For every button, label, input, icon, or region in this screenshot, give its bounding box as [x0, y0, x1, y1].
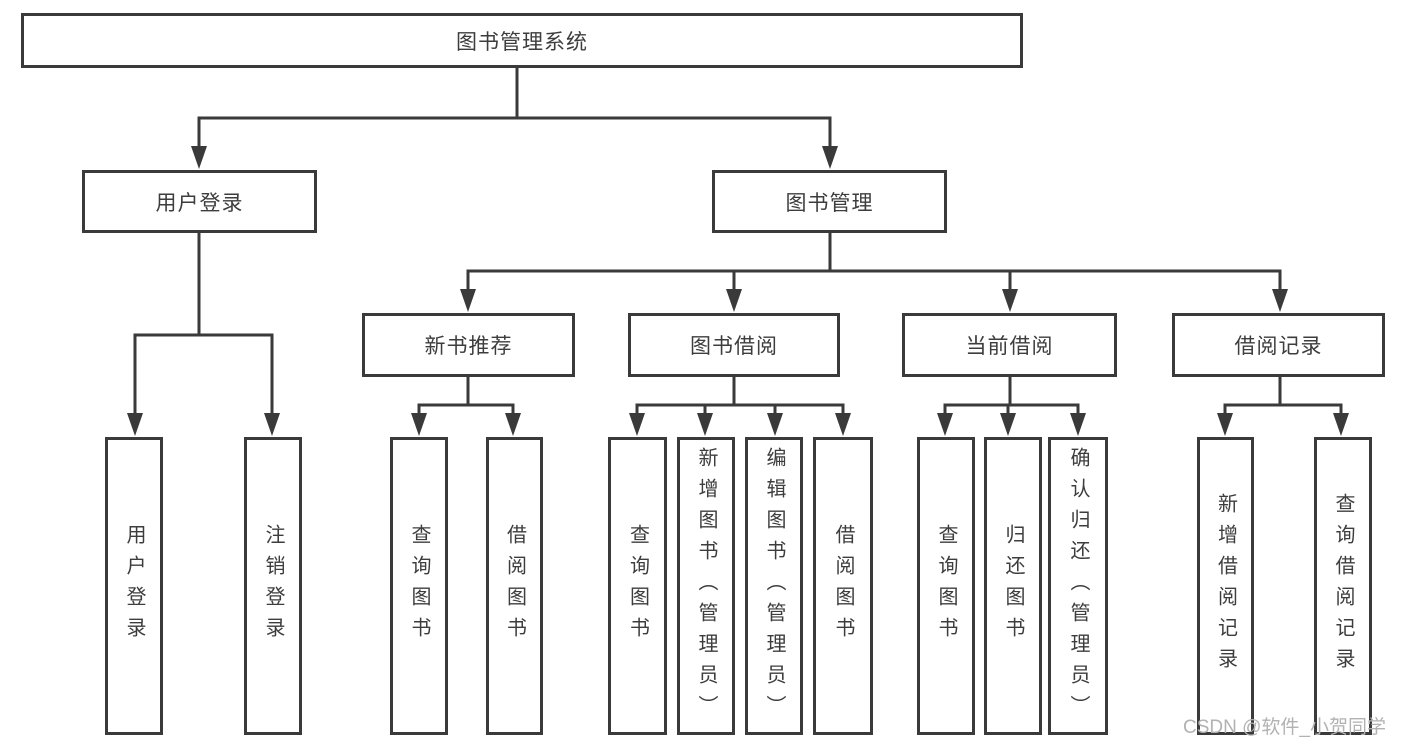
node-label: 当前借阅: [965, 335, 1054, 358]
leaf-add-books-admin: 新增图书（管理员）: [677, 437, 735, 735]
leaf-logout: 注销登录: [244, 437, 302, 735]
node-label: 查询图书: [408, 524, 430, 648]
leaf-query-books-borrowing: 查询图书: [608, 437, 667, 735]
leaf-return-books: 归还图书: [984, 437, 1042, 735]
node-label: 确认归还（管理员）: [1067, 446, 1089, 726]
node-book-borrowing: 图书借阅: [628, 313, 840, 377]
node-book-management: 图书管理: [712, 170, 947, 233]
leaf-query-books-current: 查询图书: [917, 437, 975, 735]
node-user-login: 用户登录: [82, 170, 317, 233]
leaf-confirm-return-admin: 确认归还（管理员）: [1048, 437, 1108, 735]
node-label: 归还图书: [1002, 524, 1024, 648]
node-label: 图书管理: [785, 191, 874, 215]
leaf-add-borrow-record: 新增借阅记录: [1197, 437, 1254, 735]
node-borrowing-records: 借阅记录: [1172, 313, 1385, 377]
leaf-borrow-books-recommend: 借阅图书: [486, 437, 543, 735]
node-label: 图书借阅: [690, 335, 778, 358]
node-label: 借阅图书: [503, 524, 526, 648]
node-label: 注销登录: [262, 524, 284, 648]
watermark-text: CSDN @软件_小贺同学: [1183, 717, 1386, 738]
leaf-user-login: 用户登录: [105, 437, 163, 735]
leaf-edit-books-admin: 编辑图书（管理员）: [745, 437, 803, 735]
node-label: 新书推荐: [424, 335, 513, 358]
node-current-borrowing: 当前借阅: [902, 313, 1117, 377]
node-label: 查询图书: [626, 524, 649, 648]
leaf-query-borrow-record: 查询借阅记录: [1314, 437, 1372, 735]
node-label: 用户登录: [155, 191, 244, 215]
node-label: 借阅记录: [1234, 335, 1323, 358]
node-label: 用户登录: [123, 524, 145, 648]
node-new-book-recommendation: 新书推荐: [362, 313, 575, 377]
node-label: 编辑图书（管理员）: [763, 446, 785, 726]
node-label: 查询图书: [935, 524, 957, 648]
node-label: 查询借阅记录: [1332, 493, 1354, 679]
node-label: 新增借阅记录: [1214, 493, 1237, 679]
leaf-query-books-recommend: 查询图书: [390, 437, 448, 735]
node-library-management-system: 图书管理系统: [21, 13, 1023, 68]
node-label: 图书管理系统: [456, 30, 588, 54]
arrowheads: [127, 146, 1349, 436]
leaf-borrow-books-borrowing: 借阅图书: [813, 437, 873, 735]
node-label: 新增图书（管理员）: [695, 446, 717, 726]
node-label: 借阅图书: [832, 524, 854, 648]
